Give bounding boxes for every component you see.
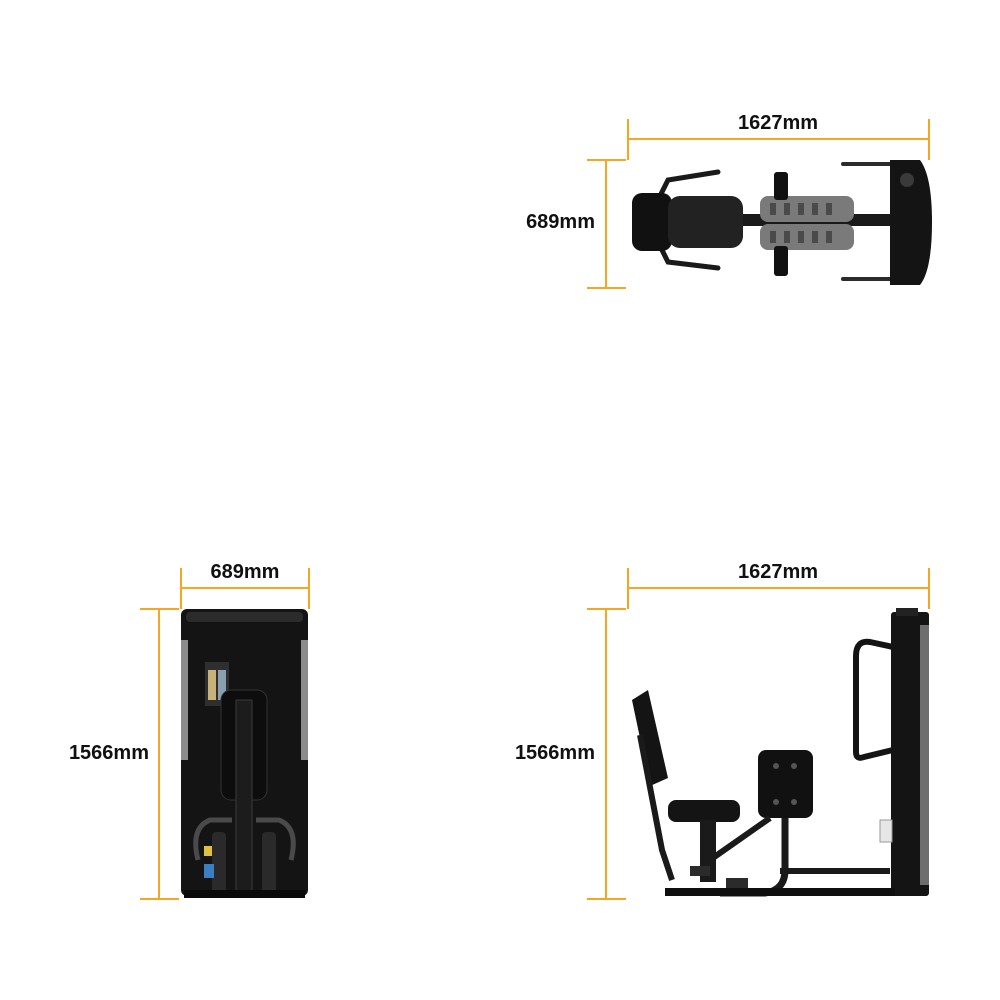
side-width-dimension (627, 568, 930, 609)
front-view: 689mm 1566mm (69, 561, 310, 900)
side-width-label: 1627mm (738, 561, 818, 583)
front-height-dimension (140, 608, 179, 900)
front-width-dimension (180, 568, 310, 609)
side-height-label: 1566mm (515, 742, 595, 764)
side-view: 1627mm 1566mm (515, 561, 930, 900)
front-height-label: 1566mm (69, 742, 149, 764)
top-width-dimension (627, 119, 930, 160)
side-view-machine (632, 608, 929, 897)
top-depth-dimension (587, 159, 626, 289)
front-width-label: 689mm (211, 561, 280, 583)
front-view-machine (181, 609, 308, 898)
top-depth-label: 689mm (526, 211, 595, 233)
top-view-machine (632, 160, 932, 285)
top-view: 1627mm 689mm (526, 112, 932, 289)
top-width-label: 1627mm (738, 112, 818, 134)
side-height-dimension (587, 608, 626, 900)
